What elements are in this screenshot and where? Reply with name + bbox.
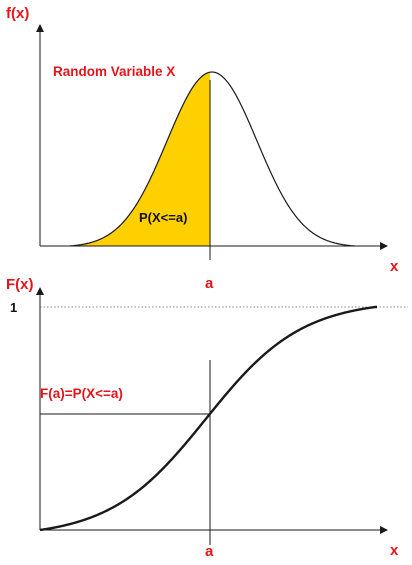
cdf-a-tick-label: a [205, 543, 214, 560]
cdf-point-label: F(a)=P(X<=a) [40, 386, 123, 401]
pdf-title: Random Variable X [53, 64, 175, 79]
cdf-x-axis-label: x [390, 542, 399, 559]
cdf-y-axis-label: F(x) [6, 276, 34, 293]
pdf-panel: f(x) x Random Variable X P(X<=a) a [6, 5, 399, 292]
pdf-a-tick-label: a [205, 275, 214, 292]
pdf-x-axis-label: x [390, 258, 399, 275]
cdf-curve [39, 305, 377, 532]
pdf-curve [69, 71, 356, 247]
pdf-shaded-area [70, 72, 210, 246]
pdf-y-axis-label: f(x) [6, 5, 29, 22]
cdf-one-label: 1 [10, 300, 17, 315]
cdf-panel: F(x) 1 F(a)=P(X<=a) x a [6, 276, 408, 560]
pdf-shaded-label: P(X<=a) [139, 210, 187, 225]
